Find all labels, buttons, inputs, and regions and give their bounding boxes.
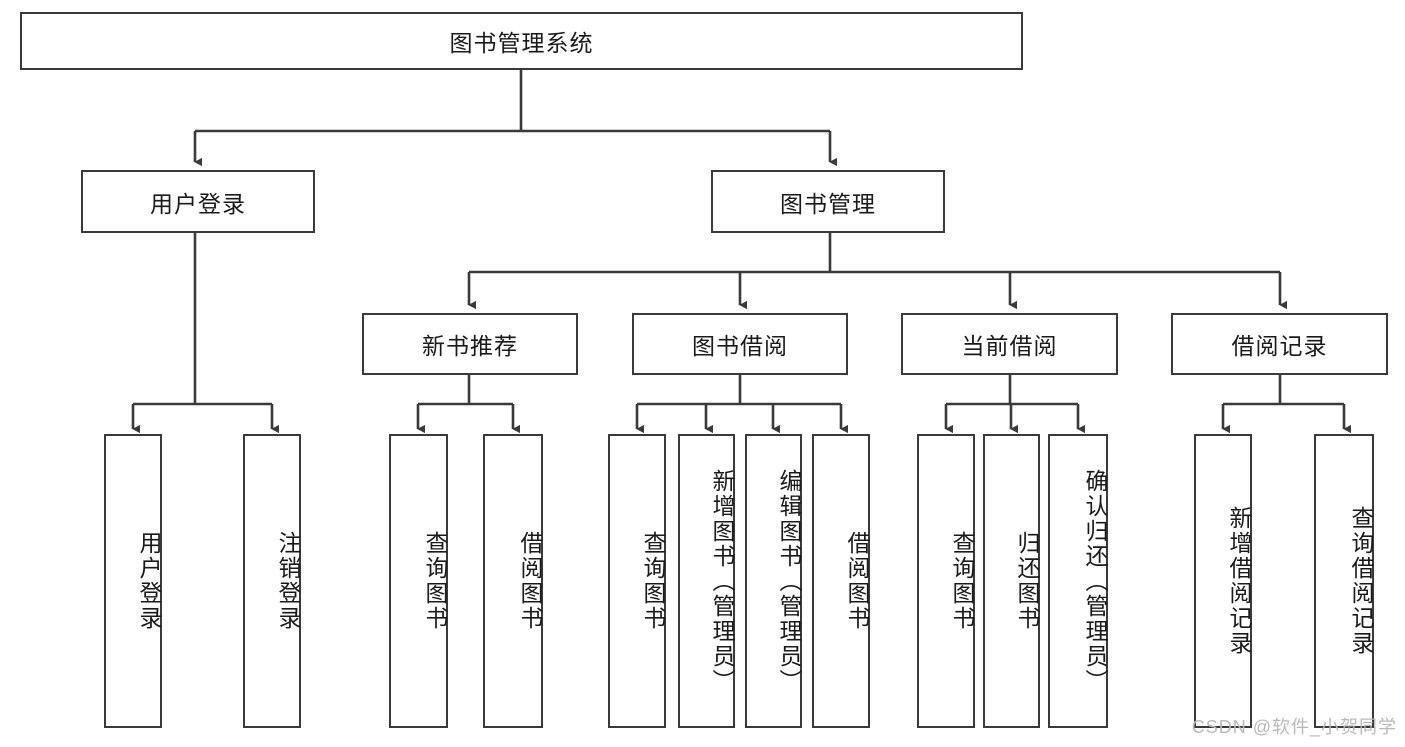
node-label: 借阅图书 [844, 531, 870, 631]
leaf-book-borrow-edit[interactable]: 编辑图书（管理员） [745, 434, 802, 728]
node-label: 图书管理 [780, 190, 876, 217]
node-label: 新增图书（管理员） [709, 468, 735, 694]
leaf-user-login-login[interactable]: 用户登录 [104, 434, 162, 728]
node-label: 借阅图书 [517, 531, 543, 631]
node-book-management[interactable]: 图书管理 [711, 170, 945, 233]
node-label: 借阅记录 [1231, 333, 1328, 359]
node-label: 编辑图书（管理员） [776, 468, 802, 694]
node-current-borrow[interactable]: 当前借阅 [901, 313, 1118, 375]
leaf-book-borrow-query[interactable]: 查询图书 [608, 434, 666, 728]
leaf-borrow-record-add[interactable]: 新增借阅记录 [1194, 434, 1252, 728]
leaf-book-borrow-add[interactable]: 新增图书（管理员） [678, 434, 735, 728]
node-label: 当前借阅 [961, 333, 1058, 359]
node-label: 归还图书 [1014, 531, 1040, 631]
csdn-watermark: CSDN @软件_小贺同学 [1191, 717, 1397, 737]
node-label: 用户登录 [150, 190, 246, 217]
node-label: 查询图书 [422, 531, 448, 631]
node-label: 图书借阅 [692, 333, 788, 359]
node-root-book-management-system[interactable]: 图书管理系统 [20, 12, 1023, 70]
node-new-book-recommend[interactable]: 新书推荐 [362, 313, 578, 375]
node-label: 新书推荐 [422, 333, 518, 359]
leaf-current-borrow-confirm-return[interactable]: 确认归还（管理员） [1048, 434, 1108, 728]
leaf-new-book-query[interactable]: 查询图书 [389, 434, 448, 728]
node-label: 查询图书 [640, 531, 666, 631]
node-book-borrow[interactable]: 图书借阅 [632, 313, 848, 375]
node-label: 确认归还（管理员） [1082, 468, 1108, 694]
node-label: 查询图书 [949, 531, 975, 631]
node-label: 新增借阅记录 [1226, 506, 1252, 656]
leaf-current-borrow-return[interactable]: 归还图书 [983, 434, 1040, 728]
leaf-borrow-record-query[interactable]: 查询借阅记录 [1314, 434, 1374, 728]
leaf-user-login-logout[interactable]: 注销登录 [243, 434, 301, 728]
node-label: 用户登录 [136, 531, 162, 631]
node-label: 图书管理系统 [449, 30, 594, 56]
node-label: 注销登录 [275, 531, 301, 631]
leaf-current-borrow-query[interactable]: 查询图书 [917, 434, 975, 728]
node-borrow-record[interactable]: 借阅记录 [1171, 313, 1388, 375]
leaf-book-borrow-borrow[interactable]: 借阅图书 [812, 434, 870, 728]
node-label: 查询借阅记录 [1348, 506, 1374, 656]
node-user-login[interactable]: 用户登录 [81, 170, 315, 233]
leaf-new-book-borrow[interactable]: 借阅图书 [483, 434, 543, 728]
